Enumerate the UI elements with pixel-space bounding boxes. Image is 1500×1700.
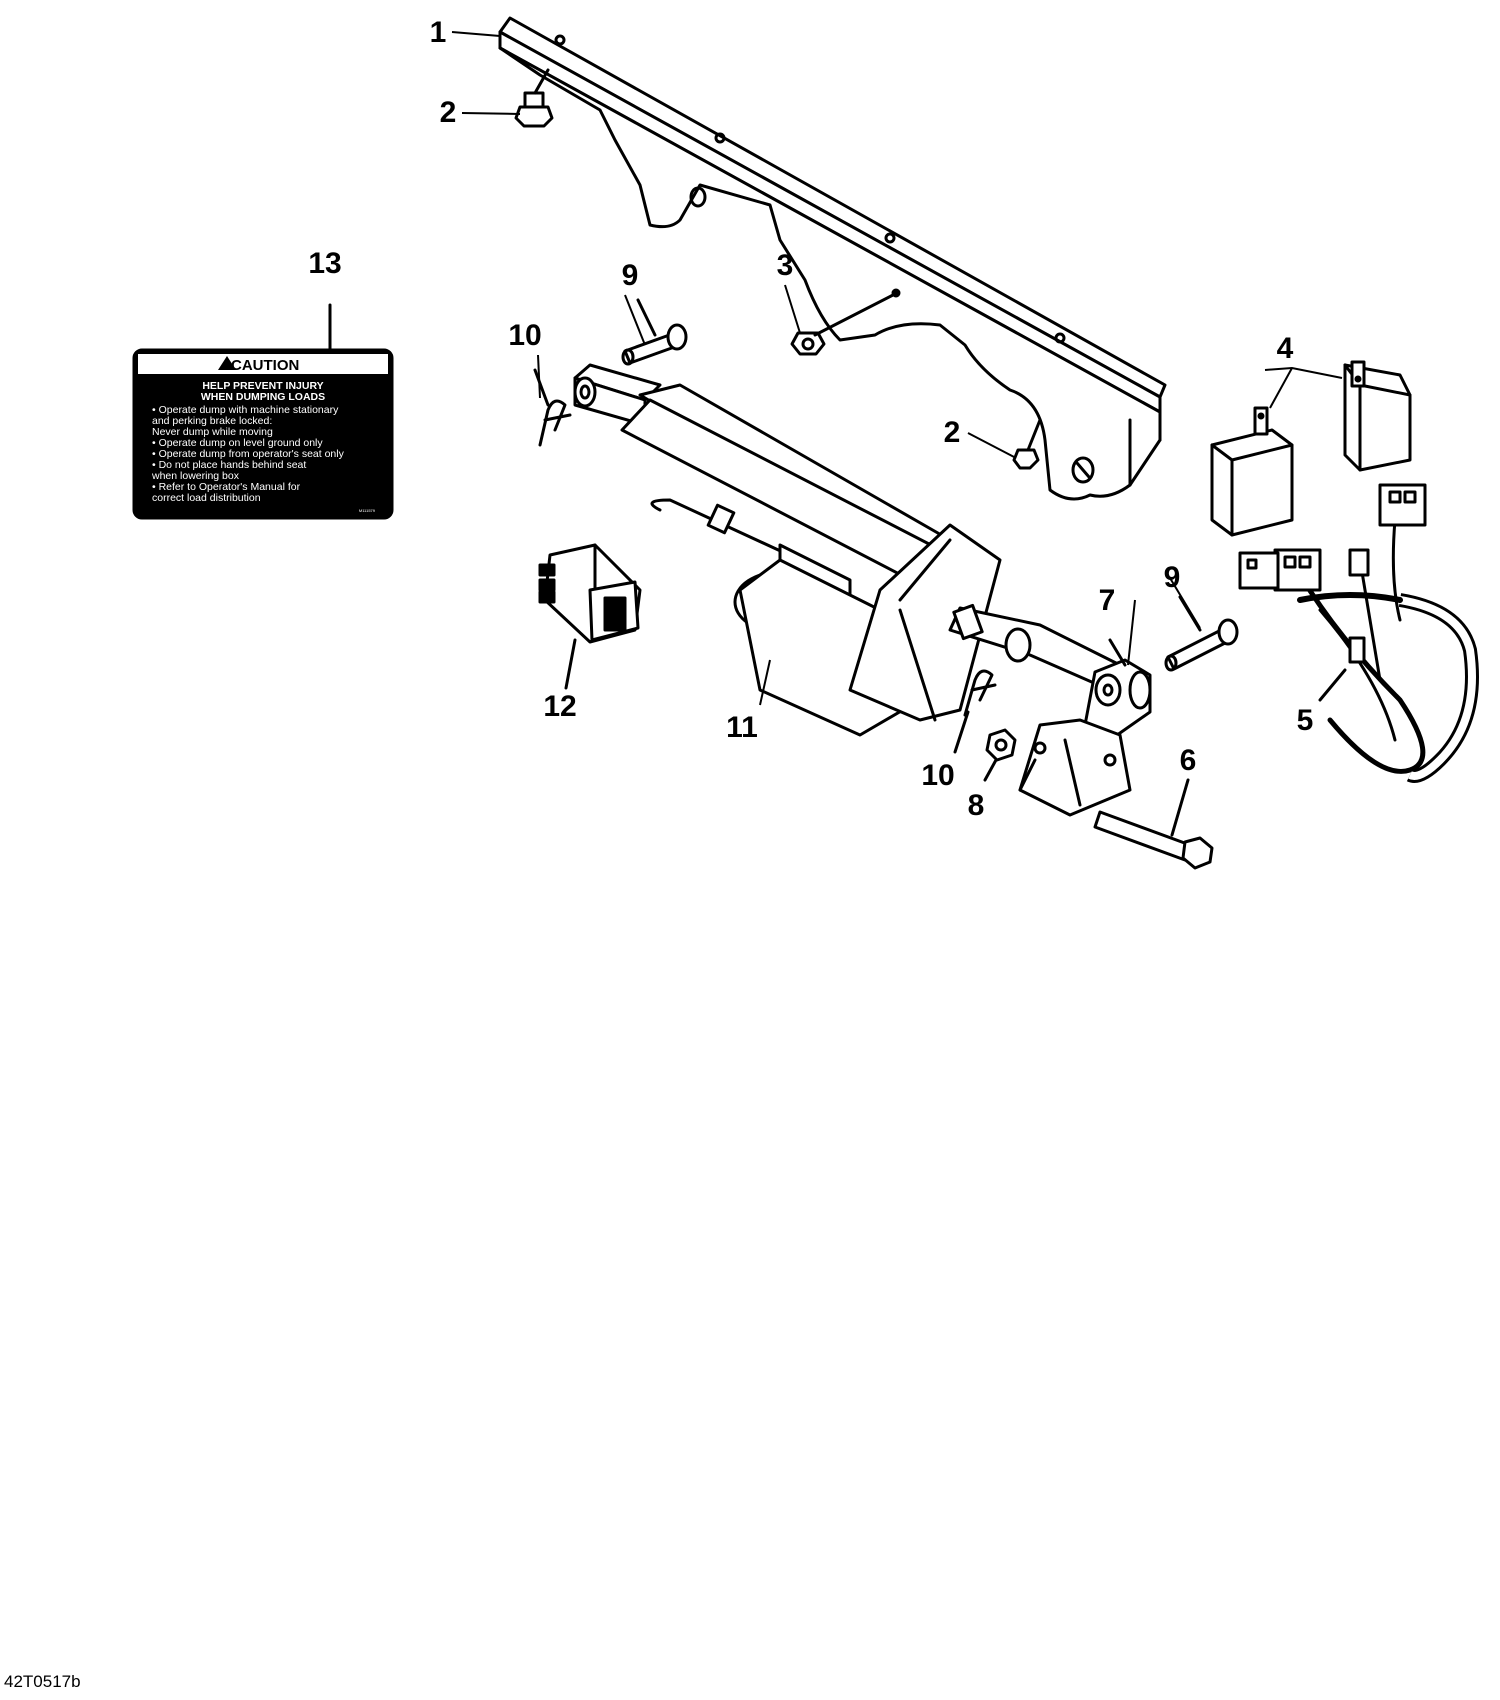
callout-11: 11	[726, 711, 758, 744]
callout-5: 5	[1297, 704, 1314, 737]
callout-10-lower: 10	[921, 759, 954, 792]
lock-nut	[983, 728, 1017, 782]
callout-4: 4	[1277, 332, 1294, 365]
relay-back	[1343, 360, 1412, 472]
mounting-plate	[1018, 718, 1132, 817]
callout-12: 12	[543, 690, 576, 723]
decal-line-4: • Operate dump on level ground only	[152, 437, 323, 449]
decal-title: CAUTION	[231, 357, 299, 374]
callout-10-upper: 10	[508, 319, 541, 352]
clevis-pin-lower	[1164, 595, 1239, 672]
callout-3: 3	[777, 249, 794, 282]
decal-line-1: • Operate dump with machine stationary	[152, 404, 339, 416]
hair-pin-cotter-lower	[953, 669, 997, 754]
actuator-clevis	[1083, 638, 1152, 742]
decal-line-9: correct load distribution	[152, 492, 261, 504]
callout-2-lower: 2	[944, 416, 961, 449]
decal-line-2: and perking brake locked:	[152, 415, 272, 427]
wiring-harness	[1238, 483, 1479, 783]
figure-id: 42T0517b	[4, 1672, 81, 1691]
decal-heading-1: HELP PREVENT INJURY	[202, 380, 323, 392]
hex-bolt-lower	[1012, 418, 1042, 470]
decal-line-7: when lowering box	[151, 470, 240, 482]
decal-line-6: • Do not place hands behind seat	[152, 459, 306, 471]
callout-9-upper: 9	[622, 259, 639, 292]
decal-line-5: • Operate dump from operator's seat only	[152, 448, 345, 460]
decal-heading-2: WHEN DUMPING LOADS	[201, 391, 325, 403]
callout-13: 13	[308, 247, 341, 280]
hex-bolt-long	[1093, 778, 1214, 870]
relay-front	[1210, 406, 1294, 537]
caution-decal: CAUTION	[132, 303, 394, 520]
hair-pin-cotter-upper	[533, 368, 572, 447]
callout-8: 8	[968, 789, 985, 822]
decal-line-3: Never dump while moving	[152, 426, 273, 438]
decal-code: M111579	[359, 508, 376, 513]
flange-nut	[790, 293, 895, 356]
mounting-bracket	[498, 16, 1167, 501]
callout-9-lower: 9	[1164, 561, 1181, 594]
callout-7: 7	[1099, 584, 1116, 617]
callout-1: 1	[430, 16, 447, 49]
decal-line-8: • Refer to Operator's Manual for	[152, 481, 301, 493]
callout-2-upper: 2	[440, 96, 457, 129]
hex-bolt-upper	[514, 68, 554, 128]
callout-6: 6	[1180, 744, 1197, 777]
rocker-switch	[538, 543, 642, 690]
clevis-pin-upper	[621, 298, 688, 366]
